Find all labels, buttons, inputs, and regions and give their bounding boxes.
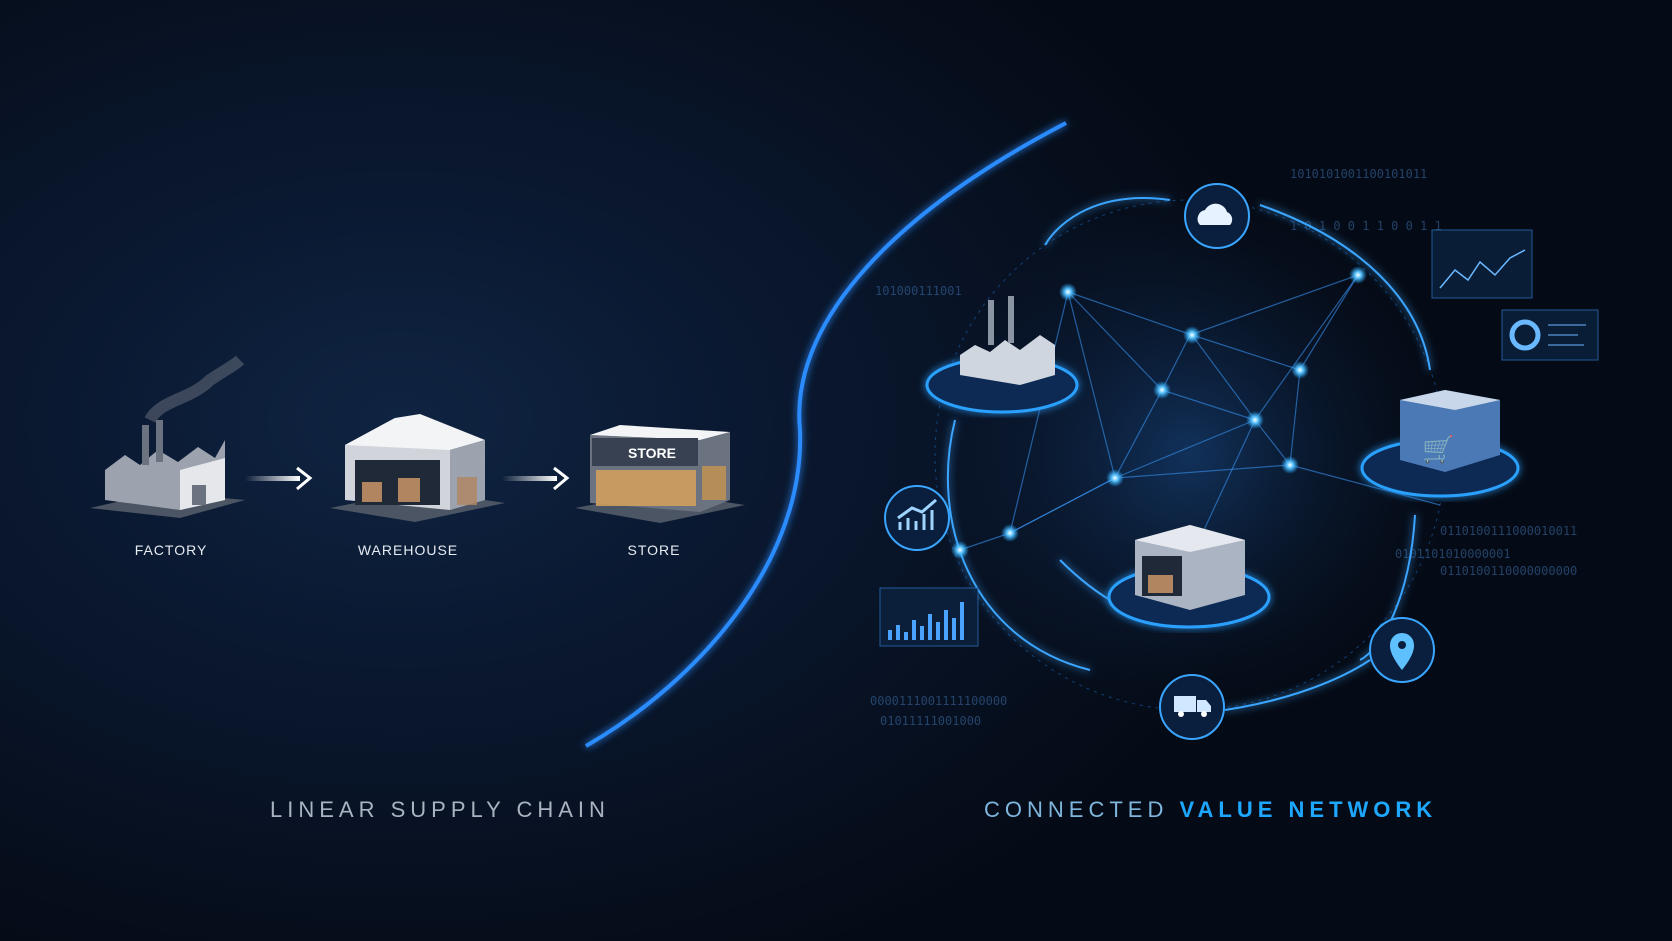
globe [920, 185, 1460, 725]
network-node-dot [1106, 469, 1124, 487]
divider-arc [584, 121, 1067, 748]
network-node-dot [1246, 411, 1264, 429]
store-label: STORE [627, 542, 681, 558]
title-part-connected: CONNECTED [984, 797, 1169, 822]
warehouse-label: WAREHOUSE [357, 542, 459, 558]
binary-data-streams: 1010101001100101011 1 0 1 0 0 1 1 0 0 1 1… [870, 167, 1577, 728]
network-node-dot [1153, 381, 1171, 399]
binary-string: 01011111001000 [880, 714, 981, 728]
network-node-dot [1281, 456, 1299, 474]
network-node-dot [1291, 361, 1309, 379]
binary-string: 1010101001100101011 [1290, 167, 1427, 181]
binary-string: 1 0 1 0 0 1 1 0 0 1 1 [1290, 219, 1442, 233]
factory-building [90, 355, 245, 518]
binary-string: 101000111001 [875, 284, 962, 298]
connected-value-network-title: CONNECTED VALUE NETWORK [984, 797, 1437, 823]
network-node-dot [1349, 266, 1367, 284]
title-part-value-network: VALUE NETWORK [1179, 797, 1438, 822]
linear-arrows [245, 466, 570, 491]
location-pin-icon[interactable] [1369, 617, 1435, 683]
network-factory-node [925, 296, 1079, 414]
analytics-icon[interactable] [884, 485, 950, 551]
truck-icon[interactable] [1159, 674, 1225, 740]
line-chart-panel [1431, 229, 1533, 299]
shopping-cart-icon: 🛒 [1422, 434, 1454, 464]
binary-string: 0000111001111100000 [870, 694, 1007, 708]
gauge-panel [1501, 309, 1599, 361]
binary-string: 0110100111000010011 [1440, 524, 1577, 538]
store-building: STORE [575, 425, 745, 523]
network-node-dot [1001, 524, 1019, 542]
network-node-dot [951, 541, 969, 559]
bar-chart-panel [879, 587, 979, 647]
network-warehouse-node [1107, 525, 1271, 629]
store-sign: STORE [628, 445, 676, 461]
binary-string: 0101101010000001 [1395, 547, 1511, 561]
network-store-node: 🛒 [1360, 390, 1520, 498]
warehouse-building [330, 414, 505, 522]
linear-supply-chain-title: LINEAR SUPPLY CHAIN [270, 797, 610, 822]
binary-string: 0110100110000000000 [1440, 564, 1577, 578]
factory-label: FACTORY [134, 542, 208, 558]
network-node-dot [1183, 326, 1201, 344]
cloud-icon[interactable] [1184, 183, 1250, 249]
network-node-dot [1059, 283, 1077, 301]
